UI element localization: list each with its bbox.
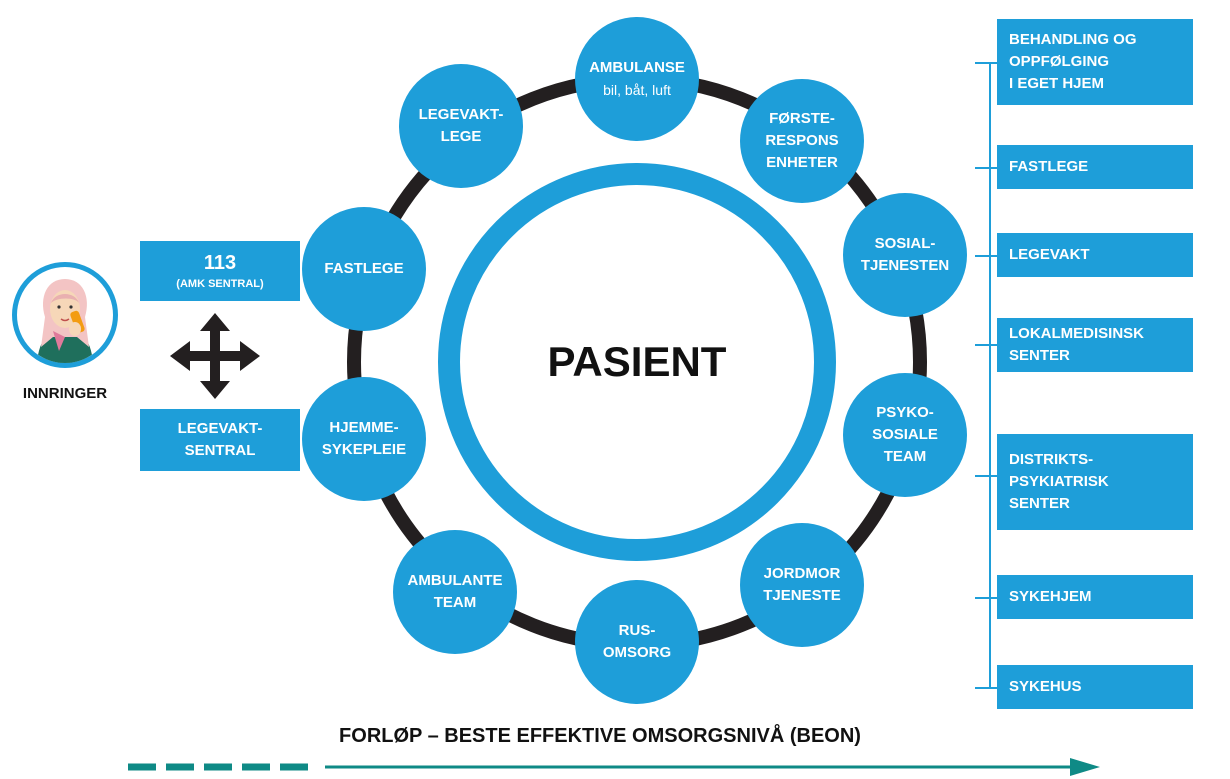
amk-113-box[interactable]: 113 (AMK SENTRAL) <box>140 241 300 301</box>
right-box-label: LEGEVAKT <box>1009 246 1090 263</box>
connector <box>975 597 997 599</box>
connector <box>975 167 997 169</box>
right-box-label: SYKEHUS <box>1009 678 1082 695</box>
right-box-label: LOKALMEDISINSK SENTER <box>1009 325 1144 364</box>
four-way-arrow-icon <box>170 313 260 399</box>
node-psykososiale[interactable]: PSYKO- SOSIALE TEAM <box>843 373 967 497</box>
node-fastlege-label: FASTLEGE <box>324 260 404 277</box>
node-rusomsorg[interactable]: RUS- OMSORG <box>575 580 699 704</box>
node-legevaktlege[interactable]: LEGEVAKT- LEGE <box>399 64 523 188</box>
connector <box>975 344 997 346</box>
legevaktsentral-label: LEGEVAKT- SENTRAL <box>177 420 263 459</box>
connector <box>975 475 997 477</box>
arrowhead <box>1070 758 1100 776</box>
right-box-label: FASTLEGE <box>1009 158 1089 175</box>
connector <box>975 62 997 64</box>
node-hjemmesykepleie-label: HJEMME- SYKEPLEIE <box>321 419 407 458</box>
footer-title: FORLØP – BESTE EFFEKTIVE OMSORGSNIVÅ (BE… <box>339 725 861 747</box>
right-box-lokalmedisinsk[interactable]: LOKALMEDISINSK SENTER <box>997 318 1193 372</box>
right-bracket-vertical <box>989 62 991 687</box>
node-forsterespons-label: FØRSTE- RESPONS ENHETER <box>765 110 839 171</box>
caller-avatar <box>12 262 118 368</box>
node-legevaktlege-label: LEGEVAKT- LEGE <box>418 106 504 145</box>
caller-woman-phone-icon <box>37 279 93 363</box>
node-ambulanse[interactable]: AMBULANSE bil, båt, luft <box>575 17 699 141</box>
node-ambulante-team[interactable]: AMBULANTE TEAM <box>393 530 517 654</box>
node-ambulanse-label: AMBULANSE <box>589 59 685 76</box>
legevaktsentral-box[interactable]: LEGEVAKT- SENTRAL <box>140 409 300 471</box>
center-circle <box>438 163 836 561</box>
node-ambulanse-sub: bil, båt, luft <box>603 82 671 98</box>
right-box-legevakt[interactable]: LEGEVAKT <box>997 233 1193 277</box>
caller-label: INNRINGER <box>22 385 108 402</box>
node-jordmor[interactable]: JORDMOR TJENESTE <box>740 523 864 647</box>
connector <box>975 255 997 257</box>
node-hjemmesykepleie[interactable]: HJEMME- SYKEPLEIE <box>302 377 426 501</box>
right-box-fastlege[interactable]: FASTLEGE <box>997 145 1193 189</box>
right-box-label: DISTRIKTS- PSYKIATRISK SENTER <box>1009 451 1109 512</box>
center-label: PASIENT <box>547 338 727 385</box>
node-jordmor-label: JORDMOR TJENESTE <box>763 565 841 604</box>
connector <box>975 687 997 689</box>
node-sosialtjenesten-label: SOSIAL- TJENESTEN <box>860 235 950 274</box>
right-box-behandling[interactable]: BEHANDLING OG OPPFØLGING I EGET HJEM <box>997 19 1193 105</box>
amk-number: 113 <box>203 252 237 274</box>
node-fastlege[interactable]: FASTLEGE <box>302 207 426 331</box>
right-box-label: BEHANDLING OG OPPFØLGING I EGET HJEM <box>1009 31 1137 92</box>
right-box-distriktspsykiatrisk[interactable]: DISTRIKTS- PSYKIATRISK SENTER <box>997 434 1193 530</box>
amk-sub: (AMK SENTRAL) <box>176 278 264 290</box>
right-box-label: SYKEHJEM <box>1009 588 1092 605</box>
node-forsterespons[interactable]: FØRSTE- RESPONS ENHETER <box>740 79 864 203</box>
node-psykososiale-label: PSYKO- SOSIALE TEAM <box>872 404 938 465</box>
right-box-sykehus[interactable]: SYKEHUS <box>997 665 1193 709</box>
node-rusomsorg-label: RUS- OMSORG <box>602 622 672 661</box>
right-box-sykehjem[interactable]: SYKEHJEM <box>997 575 1193 619</box>
node-ambulante-team-label: AMBULANTE TEAM <box>407 572 503 611</box>
footer-progress-arrow <box>128 758 1100 776</box>
node-sosialtjenesten[interactable]: SOSIAL- TJENESTEN <box>843 193 967 317</box>
